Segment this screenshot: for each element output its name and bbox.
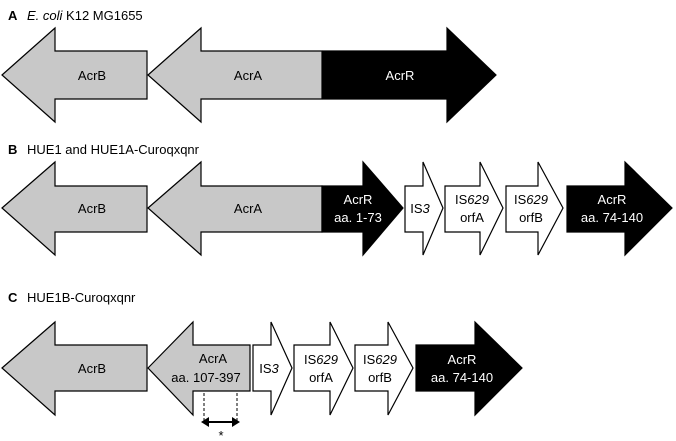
is629-orfa-arrow <box>444 161 504 256</box>
is629-orfb-arrow <box>505 161 564 256</box>
panel-b-strains: HUE1 and HUE1A-Curoqxqnr <box>27 142 200 157</box>
is629-prefix: IS <box>514 192 527 207</box>
is3-element-arrow <box>404 161 444 256</box>
gene-acra-truncated-arrow <box>147 320 251 417</box>
gene-acrr-c-terminal-arrow <box>415 320 523 417</box>
is3-number: 3 <box>423 201 431 216</box>
gene-acrb-label: AcrB <box>78 361 106 376</box>
gene-acrr-c-terminal-arrow <box>566 160 673 257</box>
gene-acrr-c-label: AcrR <box>448 352 477 367</box>
panel-c-letter: C <box>8 290 18 305</box>
is629-prefix: IS <box>304 352 317 367</box>
gene-acrr-arrow <box>322 26 497 124</box>
is3-label: IS3 <box>259 361 279 376</box>
gene-acrr-c-range: aa. 74-140 <box>431 370 493 385</box>
is629-orfa-label: IS629 <box>304 352 338 367</box>
is3-number: 3 <box>272 361 280 376</box>
gene-acra-truncated-label: AcrA <box>199 351 228 366</box>
is629-orfb-name: orfB <box>519 210 543 225</box>
gene-acrr-n-label: AcrR <box>344 192 373 207</box>
panel-a-species: E. coli <box>27 8 64 23</box>
is3-prefix: IS <box>410 201 423 216</box>
is629-prefix: IS <box>455 192 468 207</box>
panel-a-strain: K12 MG1655 <box>66 8 143 23</box>
is629-orfa-label: IS629 <box>455 192 489 207</box>
gene-acrb-arrow <box>1 320 148 417</box>
is629-number: 629 <box>375 352 397 367</box>
is3-element-arrow <box>252 321 293 416</box>
gene-acrr-label: AcrR <box>386 68 415 83</box>
is629-number: 629 <box>526 192 548 207</box>
panel-b-title: B HUE1 and HUE1A-Curoqxqnr <box>8 142 200 157</box>
gene-acrb-label: AcrB <box>78 201 106 216</box>
gene-acrb-arrow <box>1 160 148 257</box>
gene-acrr-c-label: AcrR <box>598 192 627 207</box>
gene-acrr-n-range: aa. 1-73 <box>334 210 382 225</box>
is629-number: 629 <box>467 192 489 207</box>
deletion-span-arrow <box>201 417 240 427</box>
panel-a-letter: A <box>8 8 18 23</box>
is629-prefix: IS <box>363 352 376 367</box>
is629-orfa-name: orfA <box>309 370 333 385</box>
is629-orfa-name: orfA <box>460 210 484 225</box>
panel-b-letter: B <box>8 142 17 157</box>
gene-acrb-label: AcrB <box>78 68 106 83</box>
panel-c-title: C HUE1B-Curoqxqnr <box>8 290 136 305</box>
is3-label: IS3 <box>410 201 430 216</box>
deletion-asterisk: * <box>218 428 223 441</box>
is3-prefix: IS <box>259 361 272 376</box>
panel-c-strain: HUE1B-Curoqxqnr <box>27 290 136 305</box>
gene-acrb-arrow <box>1 26 148 124</box>
gene-acra-arrow <box>147 26 323 124</box>
gene-acra-truncated-range: aa. 107-397 <box>171 370 240 385</box>
gene-acra-label: AcrA <box>234 68 263 83</box>
is629-orfa-arrow <box>293 321 354 416</box>
is629-orfb-arrow <box>354 321 414 416</box>
gene-acra-label: AcrA <box>234 201 263 216</box>
is629-orfb-label: IS629 <box>514 192 548 207</box>
is629-number: 629 <box>316 352 338 367</box>
is629-orfb-label: IS629 <box>363 352 397 367</box>
gene-acrr-c-range: aa. 74-140 <box>581 210 643 225</box>
is629-orfb-name: orfB <box>368 370 392 385</box>
panel-a-title: A E. coli K12 MG1655 <box>8 8 143 23</box>
gene-acrr-n-terminal-arrow <box>321 160 404 257</box>
